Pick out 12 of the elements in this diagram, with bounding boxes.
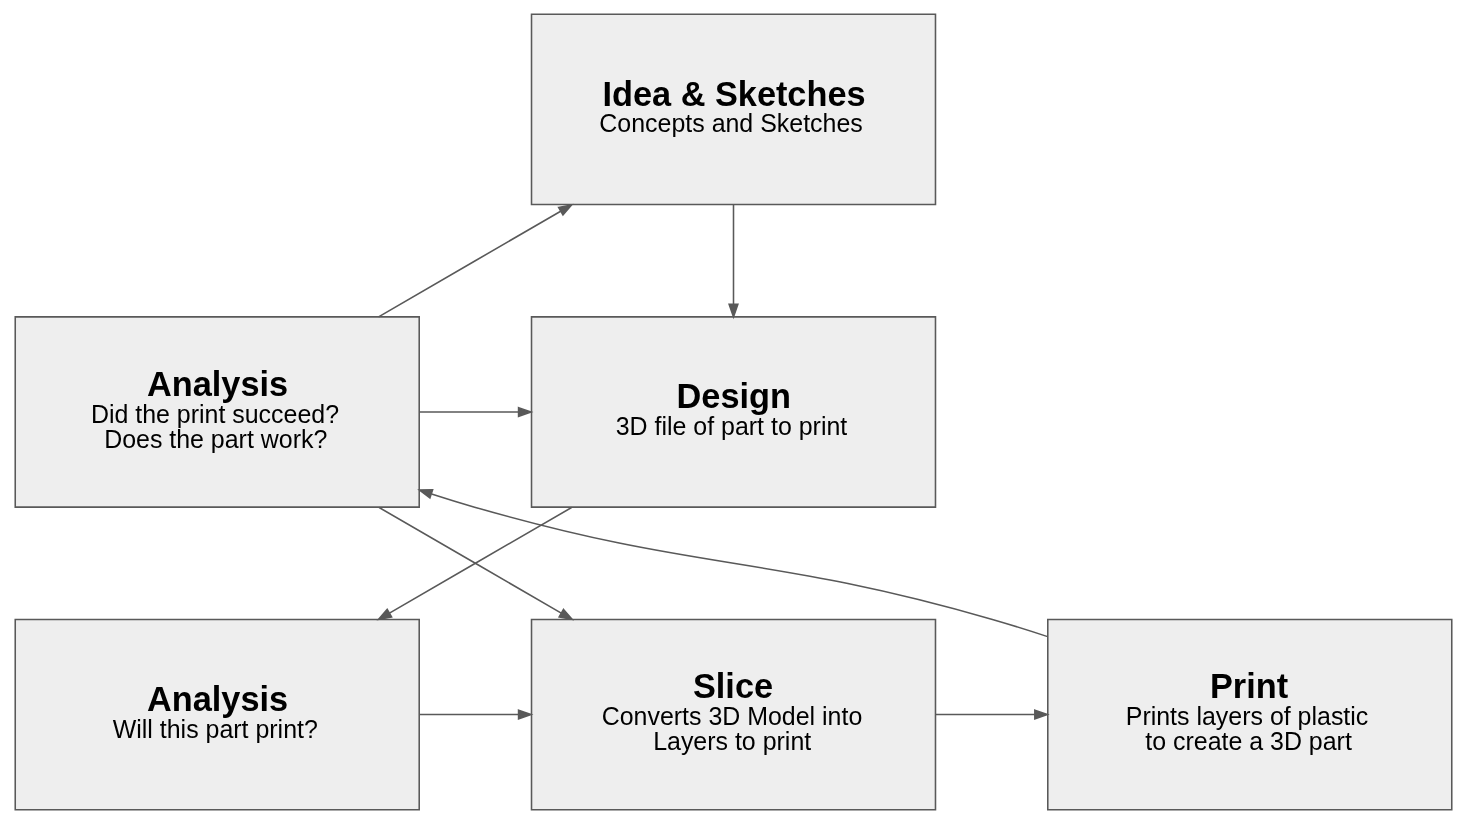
arrow: [416, 488, 1048, 638]
arrow: [727, 204, 739, 320]
node-box: Analysis Will this part print?: [13, 618, 420, 811]
node-box: Print Prints layers of plastic to create a 3D part: [1046, 618, 1453, 811]
arrow: [418, 406, 533, 418]
arrow: [377, 203, 574, 318]
node-box: Idea & Sketches Concepts and Sketches: [530, 13, 936, 206]
node-box: Design 3D file of part to print: [530, 316, 936, 508]
node-box: Analysis Did the print succeed? Does the part work?: [13, 316, 420, 508]
arrow: [934, 709, 1050, 721]
arrow: [418, 709, 533, 721]
node-box: Slice Converts 3D Model into Layers to print: [530, 618, 936, 811]
